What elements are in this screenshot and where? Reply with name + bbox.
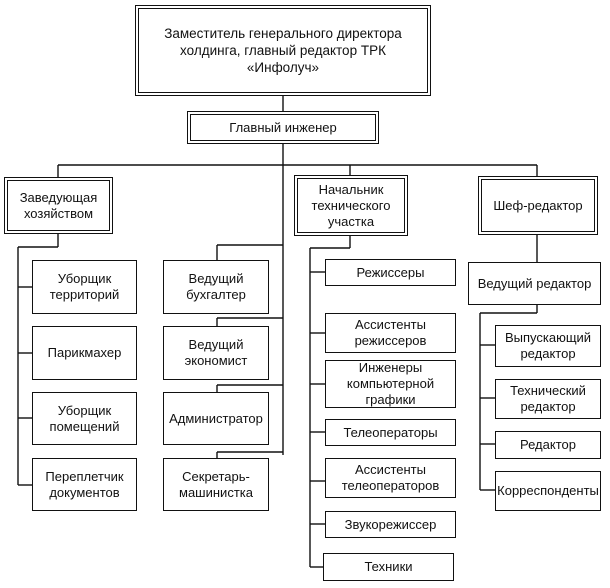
org-node-secretary-typist: Секретарь- машинистка — [163, 458, 269, 511]
org-node-assistant-camera-operators: Ассистенты телеоператоров — [325, 458, 456, 498]
org-node-lead-editor: Ведущий редактор — [468, 262, 601, 305]
org-node-chief-engineer: Главный инженер — [187, 111, 379, 144]
org-node-technical-editor: Технический редактор — [495, 379, 601, 419]
org-node-camera-operators: Телеоператоры — [325, 419, 456, 446]
org-node-lead-accountant: Ведущий бухгалтер — [163, 260, 269, 314]
org-node-assistant-directors: Ассистенты режиссеров — [325, 313, 456, 353]
org-node-directors: Режиссеры — [325, 259, 456, 286]
org-node-cg-engineers: Инженеры компьютерной графики — [325, 360, 456, 408]
org-node-hairdresser: Парикмахер — [32, 326, 137, 380]
org-node-territory-cleaner: Уборщик территорий — [32, 260, 137, 314]
org-node-correspondents: Корреспонденты — [495, 471, 601, 511]
org-node-chief-editor: Шеф-редактор — [478, 176, 598, 235]
org-node-room-cleaner: Уборщик помещений — [32, 392, 137, 445]
org-node-deputy-director: Заместитель генерального директора холди… — [135, 5, 431, 96]
org-node-technicians: Техники — [323, 553, 454, 581]
org-node-sound-engineer: Звукорежиссер — [325, 511, 456, 538]
org-node-bookbinder: Переплетчик документов — [32, 458, 137, 511]
org-node-editor: Редактор — [495, 431, 601, 459]
org-node-administrator: Администратор — [163, 392, 269, 445]
org-node-release-editor: Выпускающий редактор — [495, 325, 601, 367]
org-node-tech-head: Начальник технического участка — [294, 175, 408, 236]
org-node-lead-economist: Ведущий экономист — [163, 326, 269, 380]
org-node-household-manager: Заведующая хозяйством — [4, 177, 113, 234]
